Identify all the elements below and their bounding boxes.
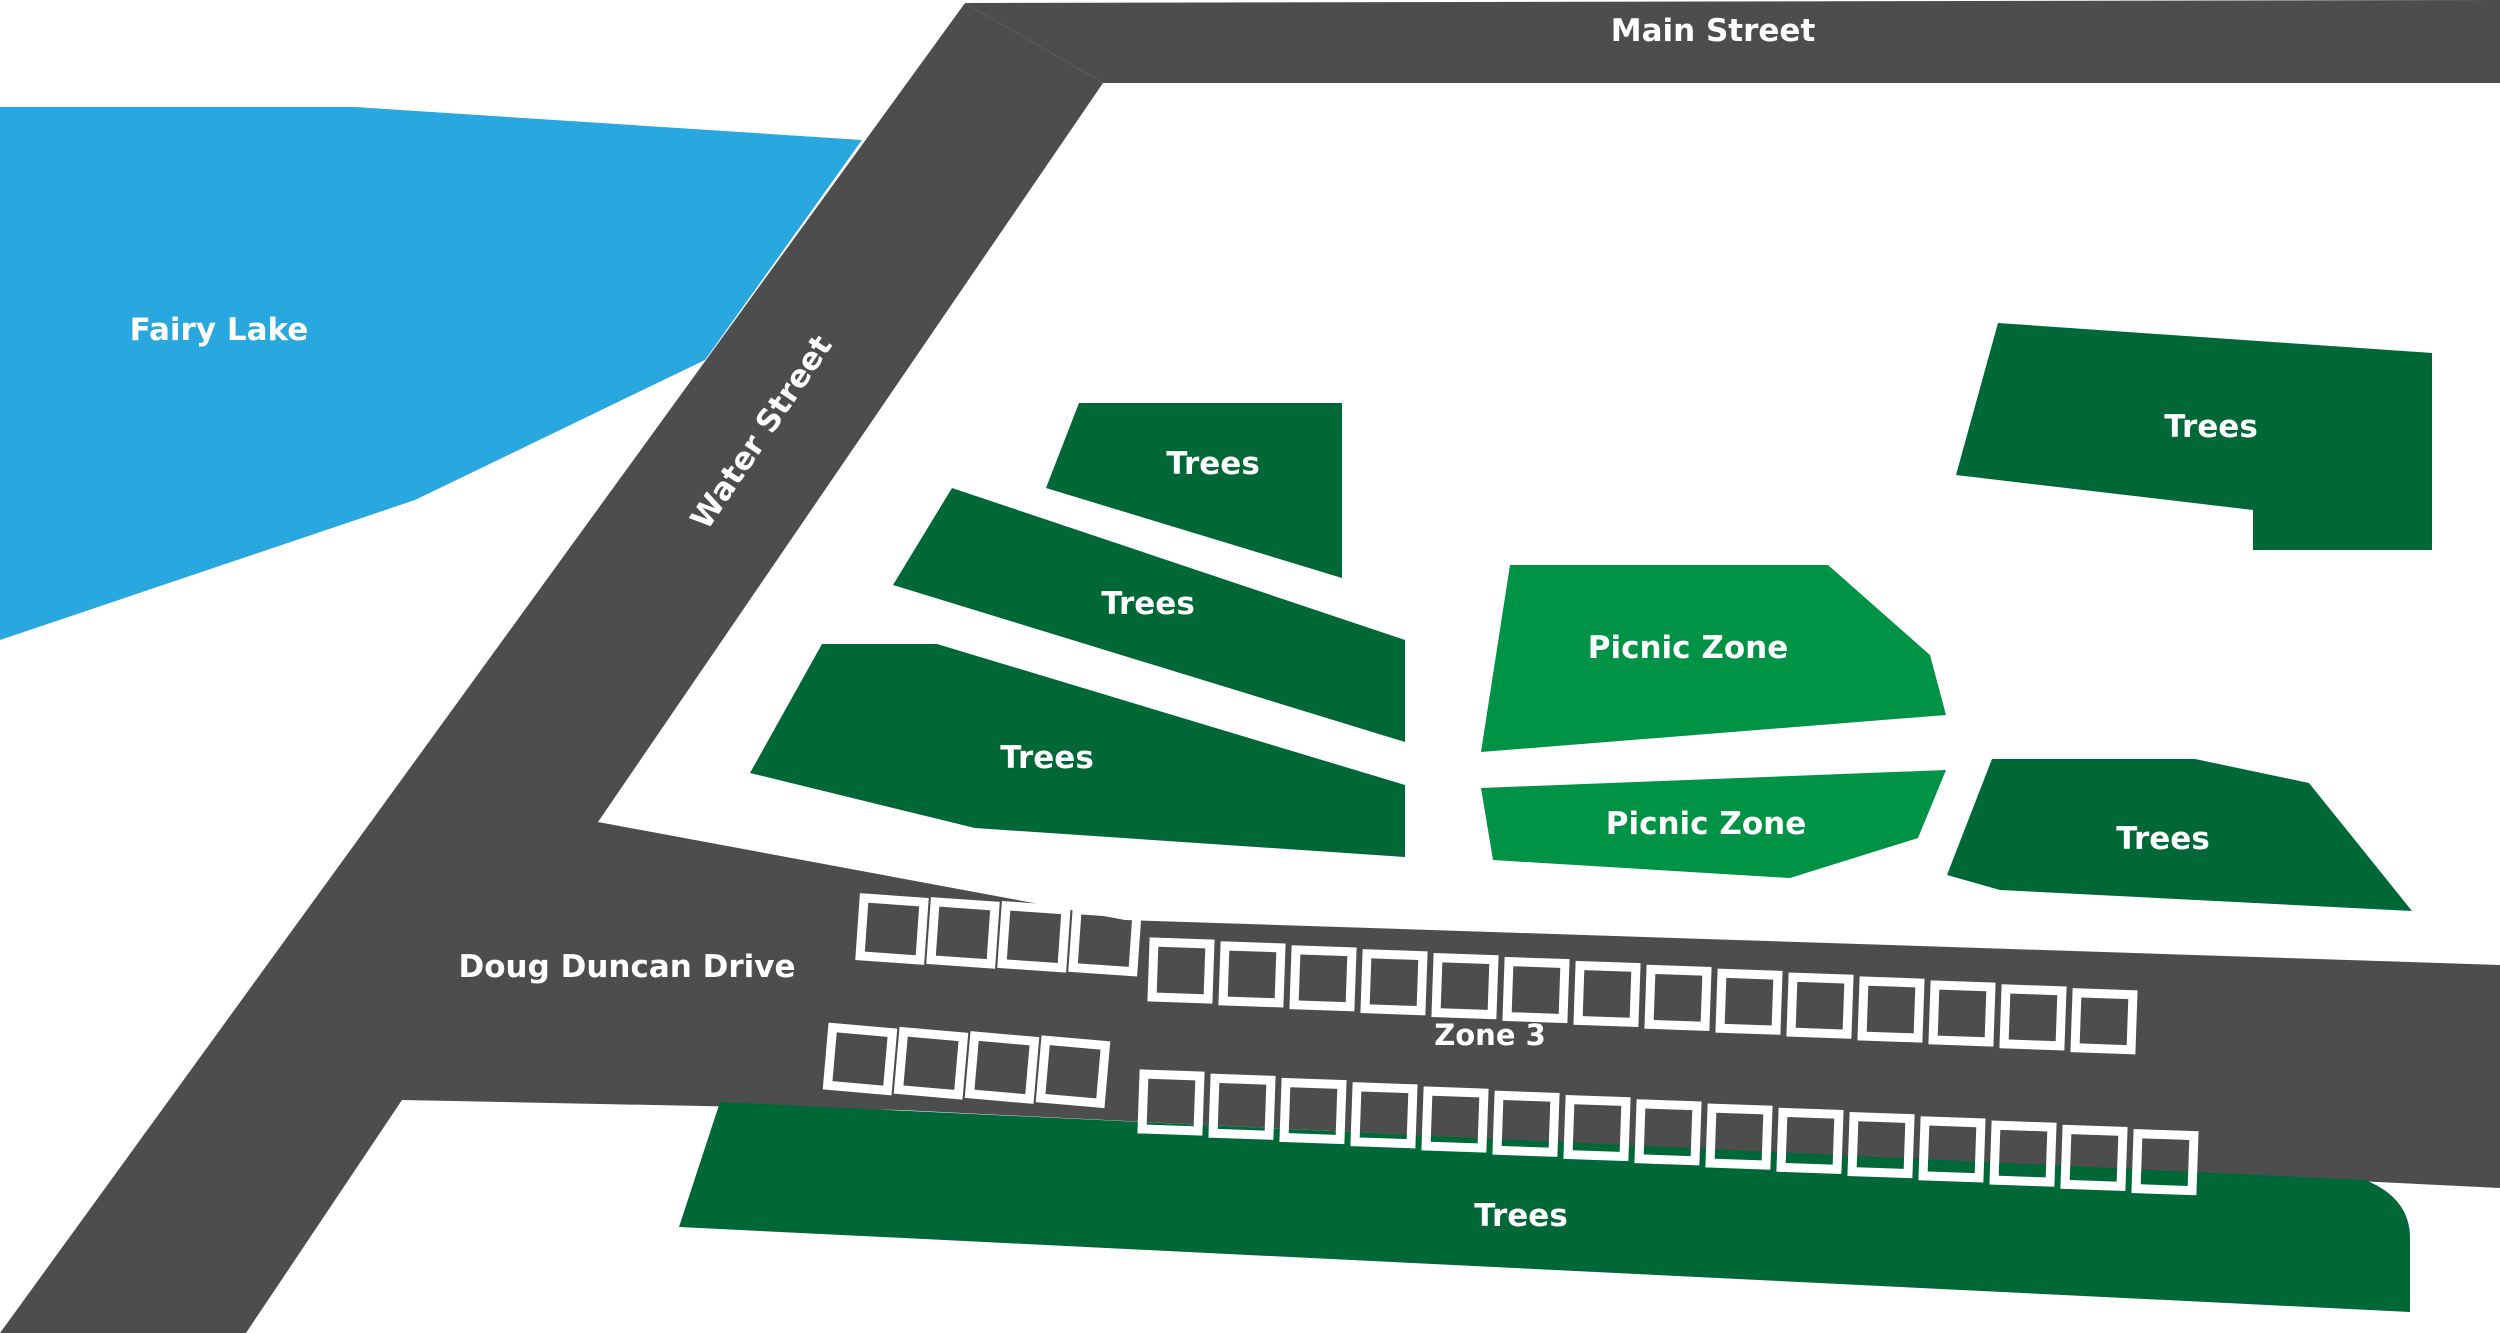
parking-stall <box>822 1022 898 1096</box>
water-street-road <box>0 3 1103 1333</box>
tree-areas <box>679 323 2432 1312</box>
picnic-zone-label-1: Picnic Zone <box>1588 630 1788 666</box>
trees-area-2 <box>893 488 1405 742</box>
parking-stalls <box>822 893 2199 1196</box>
fairy-lake-label: Fairy Lake <box>130 312 309 348</box>
parking-stall <box>2070 988 2138 1055</box>
parking-stall <box>1350 1082 1418 1149</box>
picnic-zone-area-2 <box>1481 770 1946 878</box>
zone-3-label: Zone 3 <box>1434 1018 1546 1052</box>
trees-label-5: Trees <box>2116 821 2210 857</box>
parking-stall <box>1705 1103 1773 1170</box>
parking-stall <box>926 897 1000 969</box>
trees-area-5 <box>1947 759 2412 911</box>
parking-stall <box>1035 1035 1111 1109</box>
parking-stall <box>1137 1069 1205 1136</box>
parking-stall <box>1068 904 1142 977</box>
trees-area-4 <box>1956 323 2432 550</box>
parking-stall <box>1563 1094 1631 1162</box>
parking-stall <box>1776 1107 1844 1174</box>
parking-stall <box>1989 1120 2057 1187</box>
parking-stall <box>1999 984 2067 1051</box>
trees-label-2: Trees <box>1101 586 1195 622</box>
parking-stall <box>1421 1086 1489 1153</box>
trees-area-6 <box>679 1102 2410 1312</box>
trees-label-1: Trees <box>1166 446 1260 482</box>
doug-duncan-drive-label: Doug Duncan Drive <box>459 949 796 985</box>
parking-stall <box>1431 953 1499 1020</box>
parking-stall <box>1289 945 1357 1012</box>
picnic-areas <box>1481 565 1946 878</box>
parking-stall <box>1218 941 1286 1008</box>
parking-stall <box>2131 1129 2199 1196</box>
parking-stall <box>855 893 929 965</box>
trees-label-6: Trees <box>1474 1198 1568 1234</box>
parking-stall <box>1786 972 1854 1039</box>
parking-stall <box>1360 949 1428 1016</box>
parking-stall <box>1847 1111 1915 1179</box>
trees-label-3: Trees <box>1000 740 1094 776</box>
parking-stall <box>1918 1116 1986 1183</box>
main-street-label: Main Street <box>1611 13 1816 49</box>
parking-stall <box>1502 956 1570 1024</box>
main-street-road <box>965 0 2500 83</box>
parking-stall <box>1279 1077 1347 1145</box>
parking-stall <box>1573 960 1641 1028</box>
trees-area-1 <box>1046 403 1342 578</box>
parking-stall <box>1208 1073 1276 1140</box>
picnic-zone-area-1 <box>1481 565 1946 752</box>
parking-stall <box>1715 968 1783 1035</box>
picnic-zone-label-2: Picnic Zone <box>1606 806 1806 842</box>
parking-stall <box>1147 937 1215 1004</box>
parking-stall <box>2060 1124 2128 1191</box>
parking-stall <box>1644 964 1712 1031</box>
parking-stall <box>1634 1099 1702 1166</box>
fairy-lake <box>0 107 862 640</box>
trees-area-3 <box>750 644 1405 857</box>
parking-stall <box>1928 980 1996 1047</box>
parking-stall <box>964 1031 1040 1104</box>
trees-label-4: Trees <box>2164 409 2258 445</box>
parking-stall <box>1857 976 1925 1043</box>
parking-stall <box>1492 1090 1560 1157</box>
parking-stall <box>893 1026 969 1100</box>
parking-stall <box>997 900 1071 973</box>
